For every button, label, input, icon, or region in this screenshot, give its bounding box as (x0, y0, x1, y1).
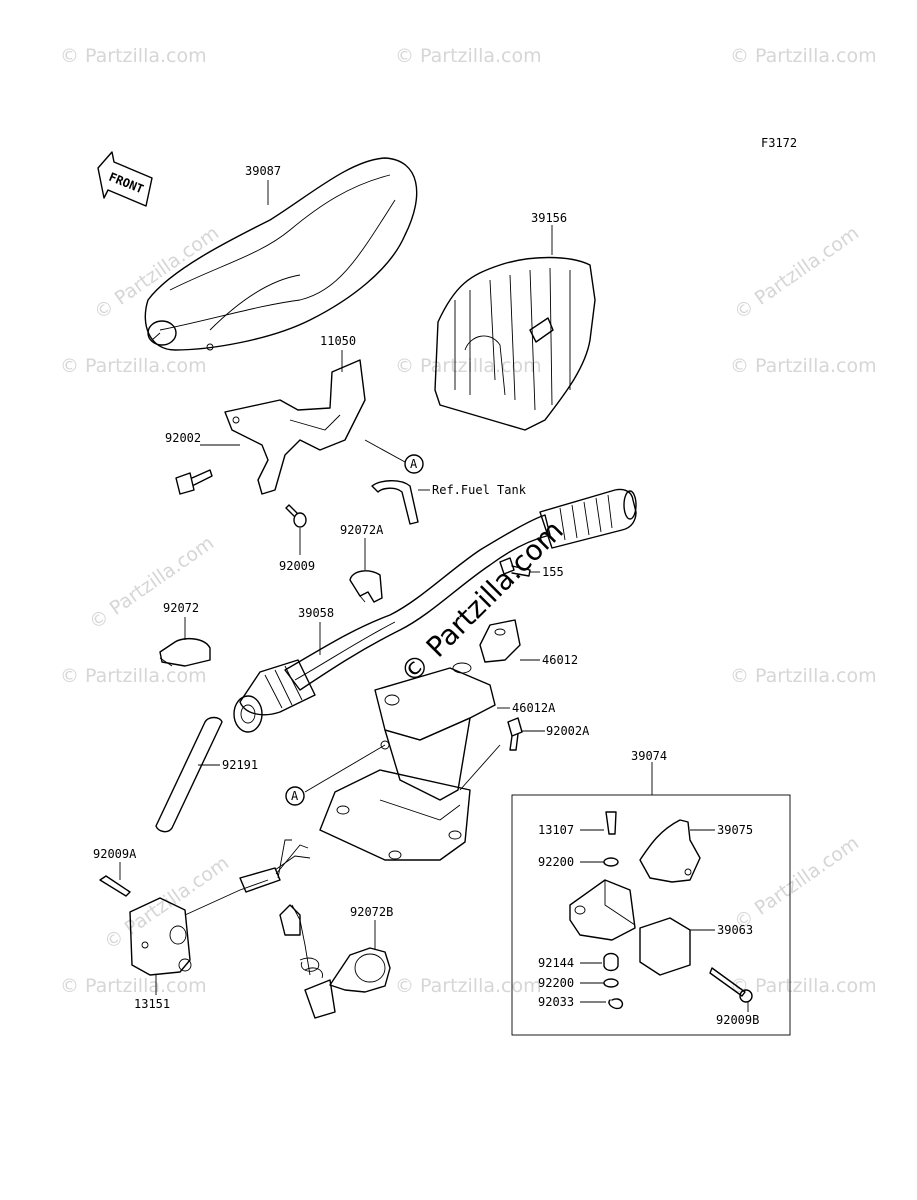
screw-92009b (709, 967, 753, 1003)
bolt-92002 (175, 469, 213, 495)
ref-fuel-tank-note: Ref.Fuel Tank (432, 483, 527, 497)
watermark: © Partzilla.com (85, 532, 218, 634)
watermark: © Partzilla.com (395, 975, 542, 997)
part-label-92009a: 92009A (93, 847, 137, 861)
cap-39063 (639, 917, 691, 976)
part-label-13107: 13107 (538, 823, 574, 837)
handle-pole-cover (144, 157, 418, 351)
lanyard-clamp (279, 904, 391, 1019)
watermark: © Partzilla.com (730, 355, 877, 377)
clamp-92072a (349, 570, 383, 603)
fuel-tank-hose (371, 480, 419, 525)
holder-upper (479, 619, 521, 663)
part-label-92072: 92072 (163, 601, 199, 615)
part-label-39075: 39075 (717, 823, 753, 837)
handle-holder (319, 662, 496, 861)
watermark: © Partzilla.com (90, 222, 223, 324)
part-label-39063: 39063 (717, 923, 753, 937)
part-label-92144: 92144 (538, 956, 574, 970)
front-arrow-icon: FRONT (97, 151, 153, 207)
watermark: © Partzilla.com (60, 665, 207, 687)
snap-ring-92033 (608, 998, 624, 1010)
watermark: © Partzilla.com (60, 45, 207, 67)
part-label-11050: 11050 (320, 334, 356, 348)
watermark-layer: © Partzilla.com © Partzilla.com © Partzi… (60, 45, 877, 997)
watermark: © Partzilla.com (60, 975, 207, 997)
figure-code: F3172 (761, 136, 797, 150)
tube-92191 (155, 716, 223, 833)
part-label-92191: 92191 (222, 758, 258, 772)
pin-13107 (605, 811, 617, 835)
part-label-92009b: 92009B (716, 1013, 759, 1027)
part-label-92002: 92002 (165, 431, 201, 445)
part-label-92002a: 92002A (546, 724, 590, 738)
part-label-92072b: 92072B (350, 905, 393, 919)
watermark: © Partzilla.com (395, 45, 542, 67)
assembly-box-39074 (511, 794, 791, 1036)
part-label-92200-upper: 92200 (538, 855, 574, 869)
lever-39075 (639, 819, 701, 883)
ref-circle-a (285, 786, 305, 806)
bolt-92002a (507, 717, 523, 751)
watermark: © Partzilla.com (730, 222, 863, 324)
ref-circle-a (404, 454, 424, 474)
watermark: © Partzilla.com (730, 975, 877, 997)
part-label-92033: 92033 (538, 995, 574, 1009)
part-label-46012a: 46012A (512, 701, 556, 715)
ref-circle-a-label: A (410, 457, 418, 471)
washer-92200 (603, 978, 619, 988)
part-label-46012: 46012 (542, 653, 578, 667)
watermark: © Partzilla.com (730, 665, 877, 687)
spring-92144 (603, 952, 619, 972)
watermark: © Partzilla.com (730, 832, 863, 934)
part-label-39156: 39156 (531, 211, 567, 225)
watermark: © Partzilla.com (60, 355, 207, 377)
handlebar (233, 488, 637, 733)
part-label-39087: 39087 (245, 164, 281, 178)
part-label-92009: 92009 (279, 559, 315, 573)
watermark: © Partzilla.com (730, 45, 877, 67)
bolt-155 (499, 557, 531, 577)
watermark: © Partzilla.com (395, 355, 542, 377)
part-label-92200-lower: 92200 (538, 976, 574, 990)
pad-cover (434, 256, 596, 431)
screw-92009 (285, 504, 307, 528)
part-label-39058: 39058 (298, 606, 334, 620)
washer-92200 (603, 857, 619, 867)
part-label-155: 155 (542, 565, 564, 579)
switch-body (569, 879, 636, 941)
band-92072 (159, 637, 211, 667)
ref-circle-a-label: A (291, 789, 299, 803)
part-label-92072a: 92072A (340, 523, 384, 537)
screw-92009a (99, 875, 131, 897)
bracket (224, 359, 366, 495)
part-label-39074: 39074 (631, 749, 667, 763)
start-stop-switch (129, 839, 311, 976)
part-label-13151: 13151 (134, 997, 170, 1011)
